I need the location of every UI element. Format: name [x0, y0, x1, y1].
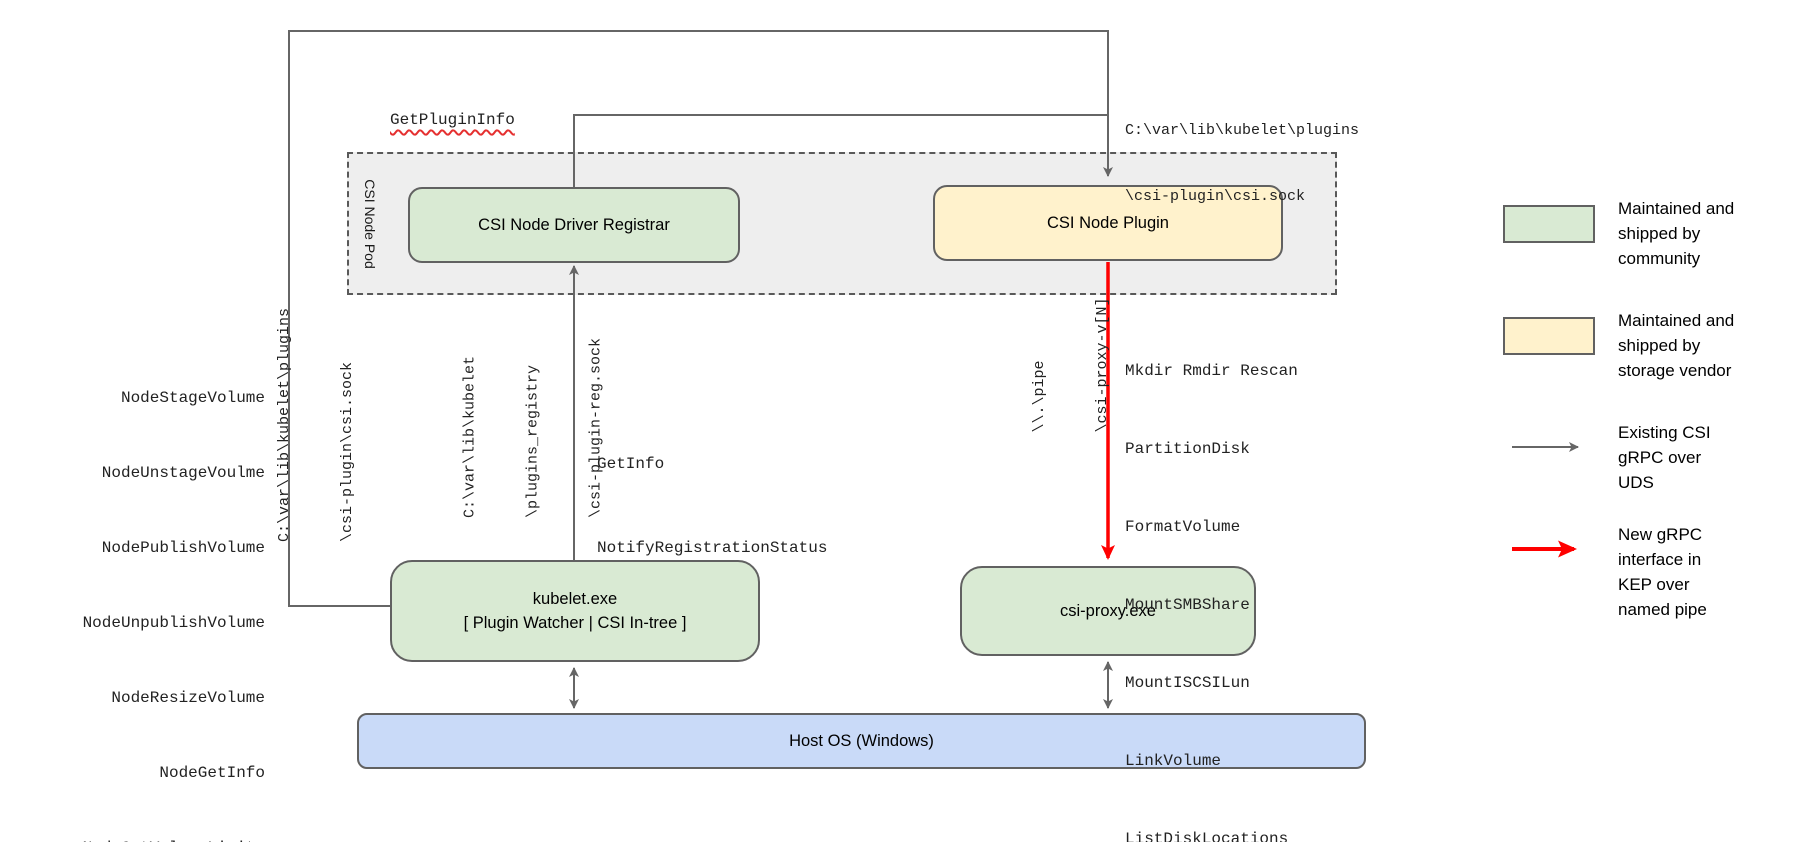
legend-vendor-swatch: [1503, 317, 1595, 355]
proxy-api-item: PartitionDisk: [1125, 440, 1250, 458]
node-api-item: NodeUnpublishVolume: [82, 614, 265, 632]
csi-node-driver-registrar-box: CSI Node Driver Registrar: [408, 187, 740, 263]
registrar-label: CSI Node Driver Registrar: [478, 216, 670, 234]
legend-community-text: Maintained and shipped by community: [1618, 199, 1735, 268]
node-api-item: NodeGetInfo: [159, 764, 265, 782]
csi-sock-path-label: C:\var\lib\kubelet\plugins \csi-plugin\c…: [1125, 122, 1360, 205]
node-api-list: NodeStageVolume NodeUnstageVoulme NodePu…: [25, 336, 265, 842]
named-pipe-vertical-label: \\.\pipe \csi-proxy-v[N]: [1031, 297, 1111, 433]
plugin-registry-path-vertical-label: C:\var\lib\kubelet \plugins_registry \cs…: [461, 337, 605, 519]
node-api-item: NodeResizeVolume: [111, 689, 265, 707]
node-api-item: NodeGetVolumeLimits: [25, 836, 265, 842]
host-os-box: Host OS (Windows): [357, 713, 1366, 769]
proxy-api-item: LinkVolume: [1125, 752, 1222, 770]
legend-community-swatch: [1503, 205, 1595, 243]
legend-uds-text: Existing CSI gRPC over UDS: [1618, 423, 1711, 492]
csi-sock-path-vertical-label: C:\var\lib\kubelet\plugins \csi-plugin\c…: [276, 307, 356, 543]
proxy-api-item: FormatVolume: [1125, 518, 1241, 536]
host-os-label: Host OS (Windows): [789, 732, 934, 750]
node-api-item: NodeStageVolume: [120, 389, 265, 407]
proxy-api-item: Mkdir Rmdir Rescan: [1125, 362, 1298, 380]
proxy-api-item: MountISCSILun: [1125, 674, 1250, 692]
proxy-api-item: ListDiskLocations: [1125, 830, 1289, 842]
legend-vendor-text: Maintained and shipped by storage vendor: [1618, 311, 1735, 380]
node-api-item: NodeUnstageVoulme: [101, 464, 265, 482]
legend-namedpipe-text: New gRPC interface in KEP over named pip…: [1618, 525, 1707, 619]
node-api-item: NodePublishVolume: [101, 539, 265, 557]
csi-node-pod-label: CSI Node Pod: [362, 179, 378, 269]
get-plugin-info-label: GetPluginInfo: [390, 111, 515, 129]
proxy-api-item: MountSMBShare: [1125, 596, 1250, 614]
kubelet-label-line2: [ Plugin Watcher | CSI In-tree ]: [463, 614, 687, 632]
csi-proxy-api-list: Mkdir Rmdir Rescan PartitionDisk FormatV…: [1125, 306, 1298, 842]
